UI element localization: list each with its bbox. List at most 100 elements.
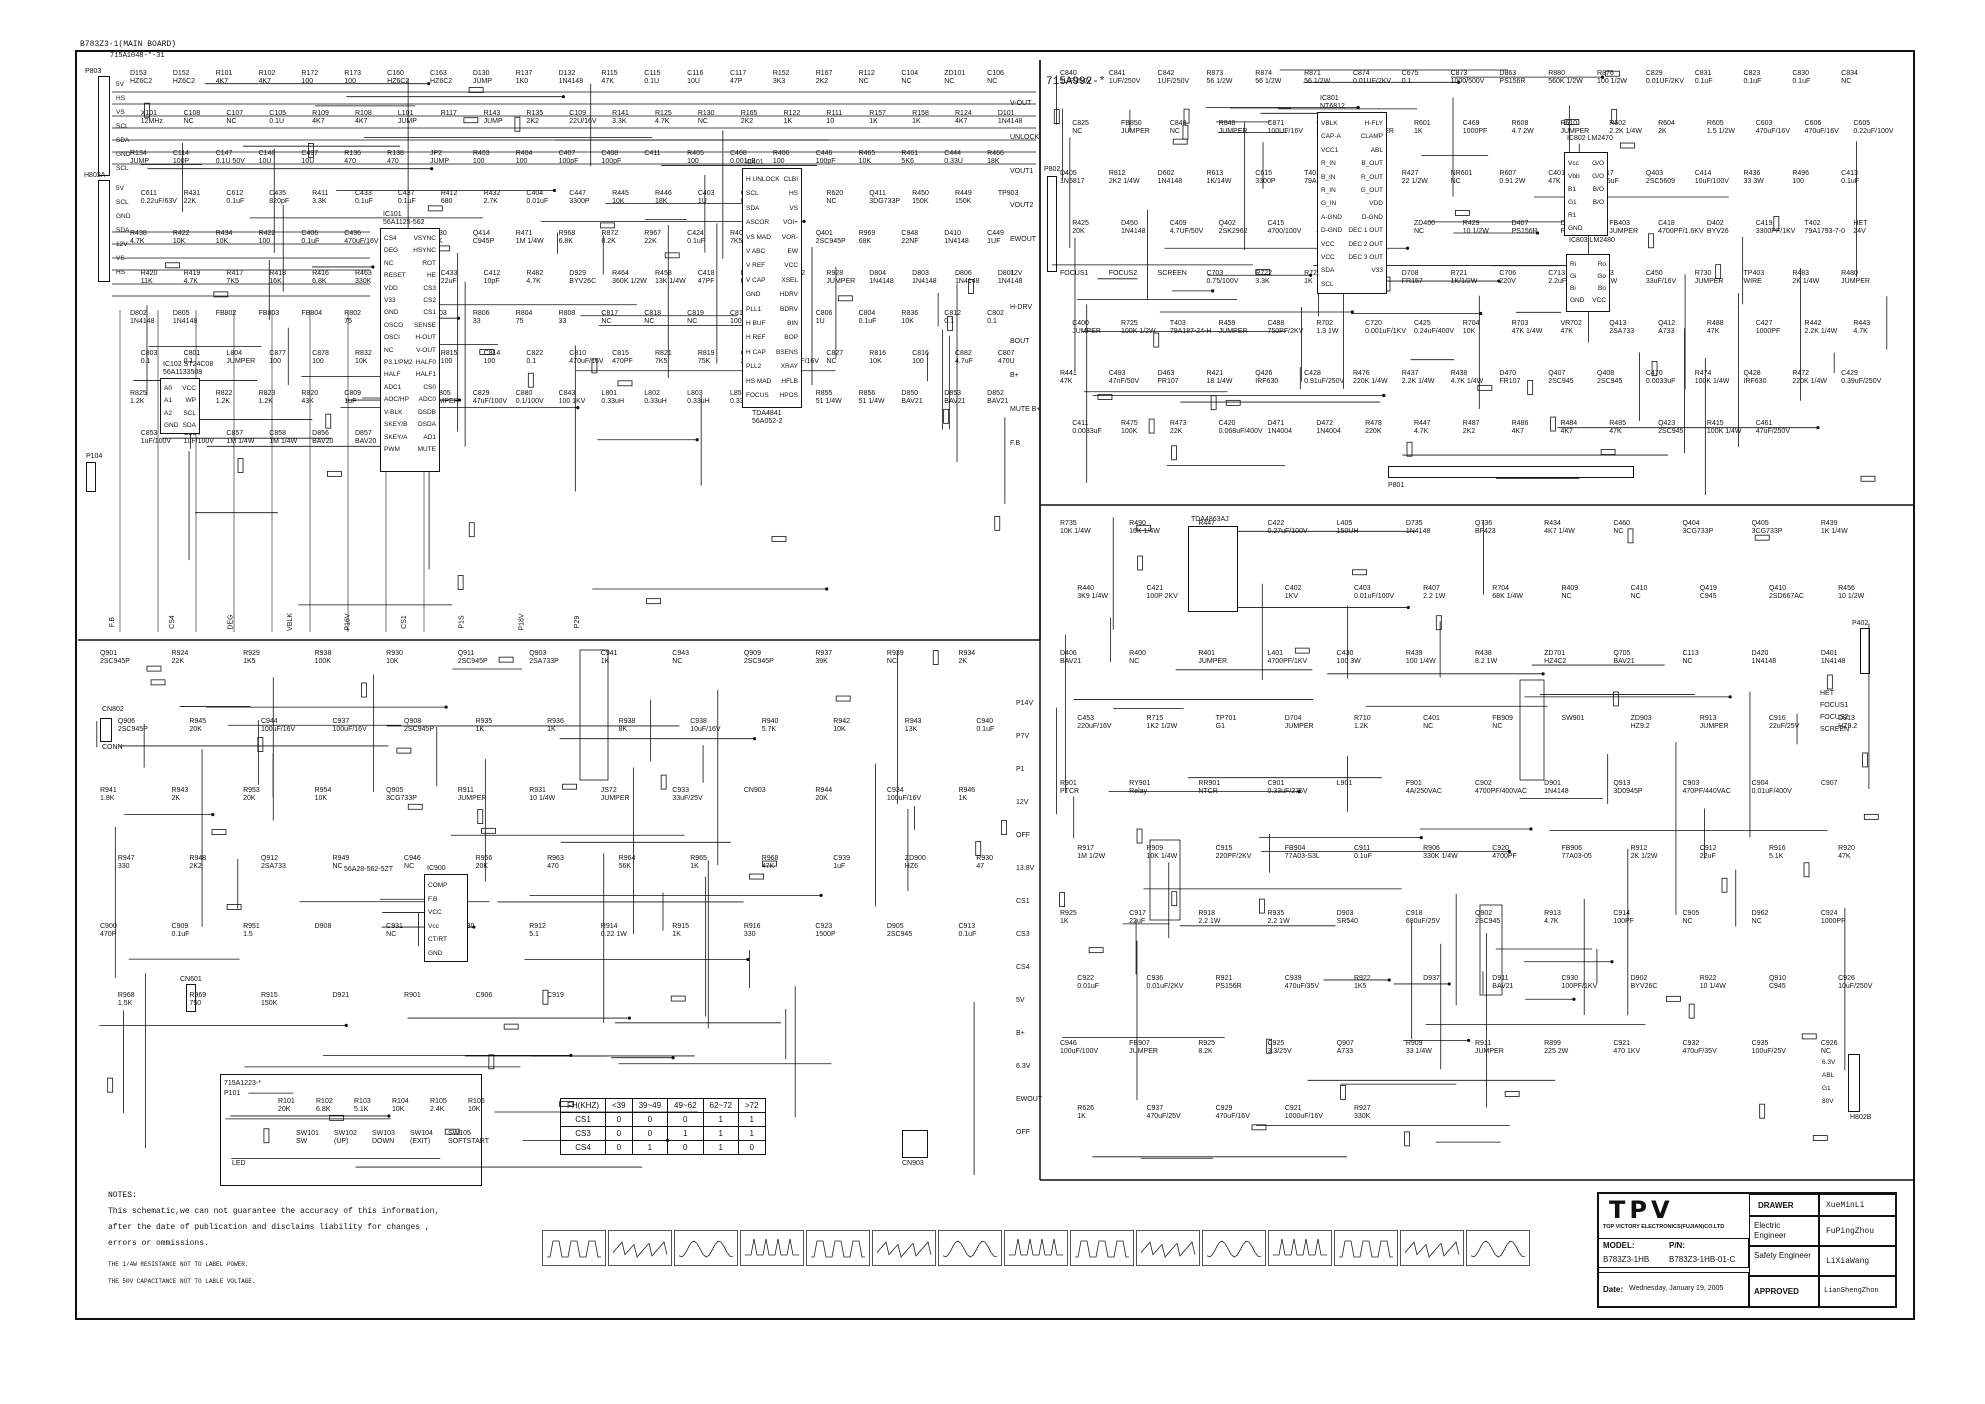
- net-label: P1: [1016, 766, 1025, 773]
- connector-cn802: [100, 718, 112, 742]
- connector-p801-ref: P801: [1388, 482, 1405, 489]
- component-body: [1759, 1103, 1766, 1119]
- waveform-thumbnail: [1400, 1230, 1464, 1266]
- pin-label: SKEY/A: [384, 433, 408, 441]
- pin-label: HS: [116, 269, 126, 276]
- pin-label: CS4: [384, 235, 397, 242]
- fh-header-cell: >72: [737, 1098, 766, 1113]
- junction-dot: [387, 1114, 391, 1118]
- pin-label: B_IN: [1321, 173, 1336, 181]
- connector-cn903-ref: CN903: [902, 1160, 924, 1167]
- right-board-id: 715A992-*: [1046, 76, 1106, 88]
- component-body: [1721, 877, 1728, 893]
- pin-label: 80V: [1822, 1098, 1834, 1105]
- pin-label: VCC: [1592, 297, 1606, 304]
- junction-dot: [371, 265, 375, 269]
- pin-label: CT/RT: [428, 936, 448, 944]
- component-label: R901: [404, 991, 421, 999]
- component-body: [1715, 264, 1722, 280]
- ic801-part: NT6812: [1320, 103, 1345, 110]
- connector-h802b-ref: H802B: [1850, 1114, 1872, 1121]
- junction-dot: [1447, 982, 1451, 986]
- component-body: [1479, 904, 1503, 996]
- pin-label: GND: [116, 151, 131, 158]
- junction-dot: [427, 82, 431, 86]
- component-body: [1149, 839, 1181, 921]
- pin-label: HALF: [384, 371, 401, 379]
- component-body: [1519, 679, 1545, 781]
- pin-label: H-FLY: [1364, 120, 1383, 127]
- date-cell: Date: Wednesday, January 19, 2005: [1599, 1272, 1749, 1308]
- model-value: B783Z3-1HB: [1603, 1255, 1650, 1264]
- component-body: [1612, 691, 1619, 707]
- component-body: [1097, 394, 1113, 400]
- component-label: FB803: [258, 310, 280, 317]
- pin-label: Go: [1597, 273, 1606, 280]
- pin-label: NC: [384, 259, 394, 267]
- component-body: [527, 372, 534, 388]
- component-body: [932, 650, 939, 665]
- junction-dot: [1457, 80, 1461, 84]
- junction-dot: [1816, 426, 1820, 430]
- waveform-thumbnail: [1268, 1230, 1332, 1266]
- pin-label: HS MAD: [746, 377, 772, 385]
- component-label: C906: [475, 991, 493, 999]
- component-label: C907: [1820, 780, 1838, 787]
- component-label: SCREEN: [1157, 270, 1187, 277]
